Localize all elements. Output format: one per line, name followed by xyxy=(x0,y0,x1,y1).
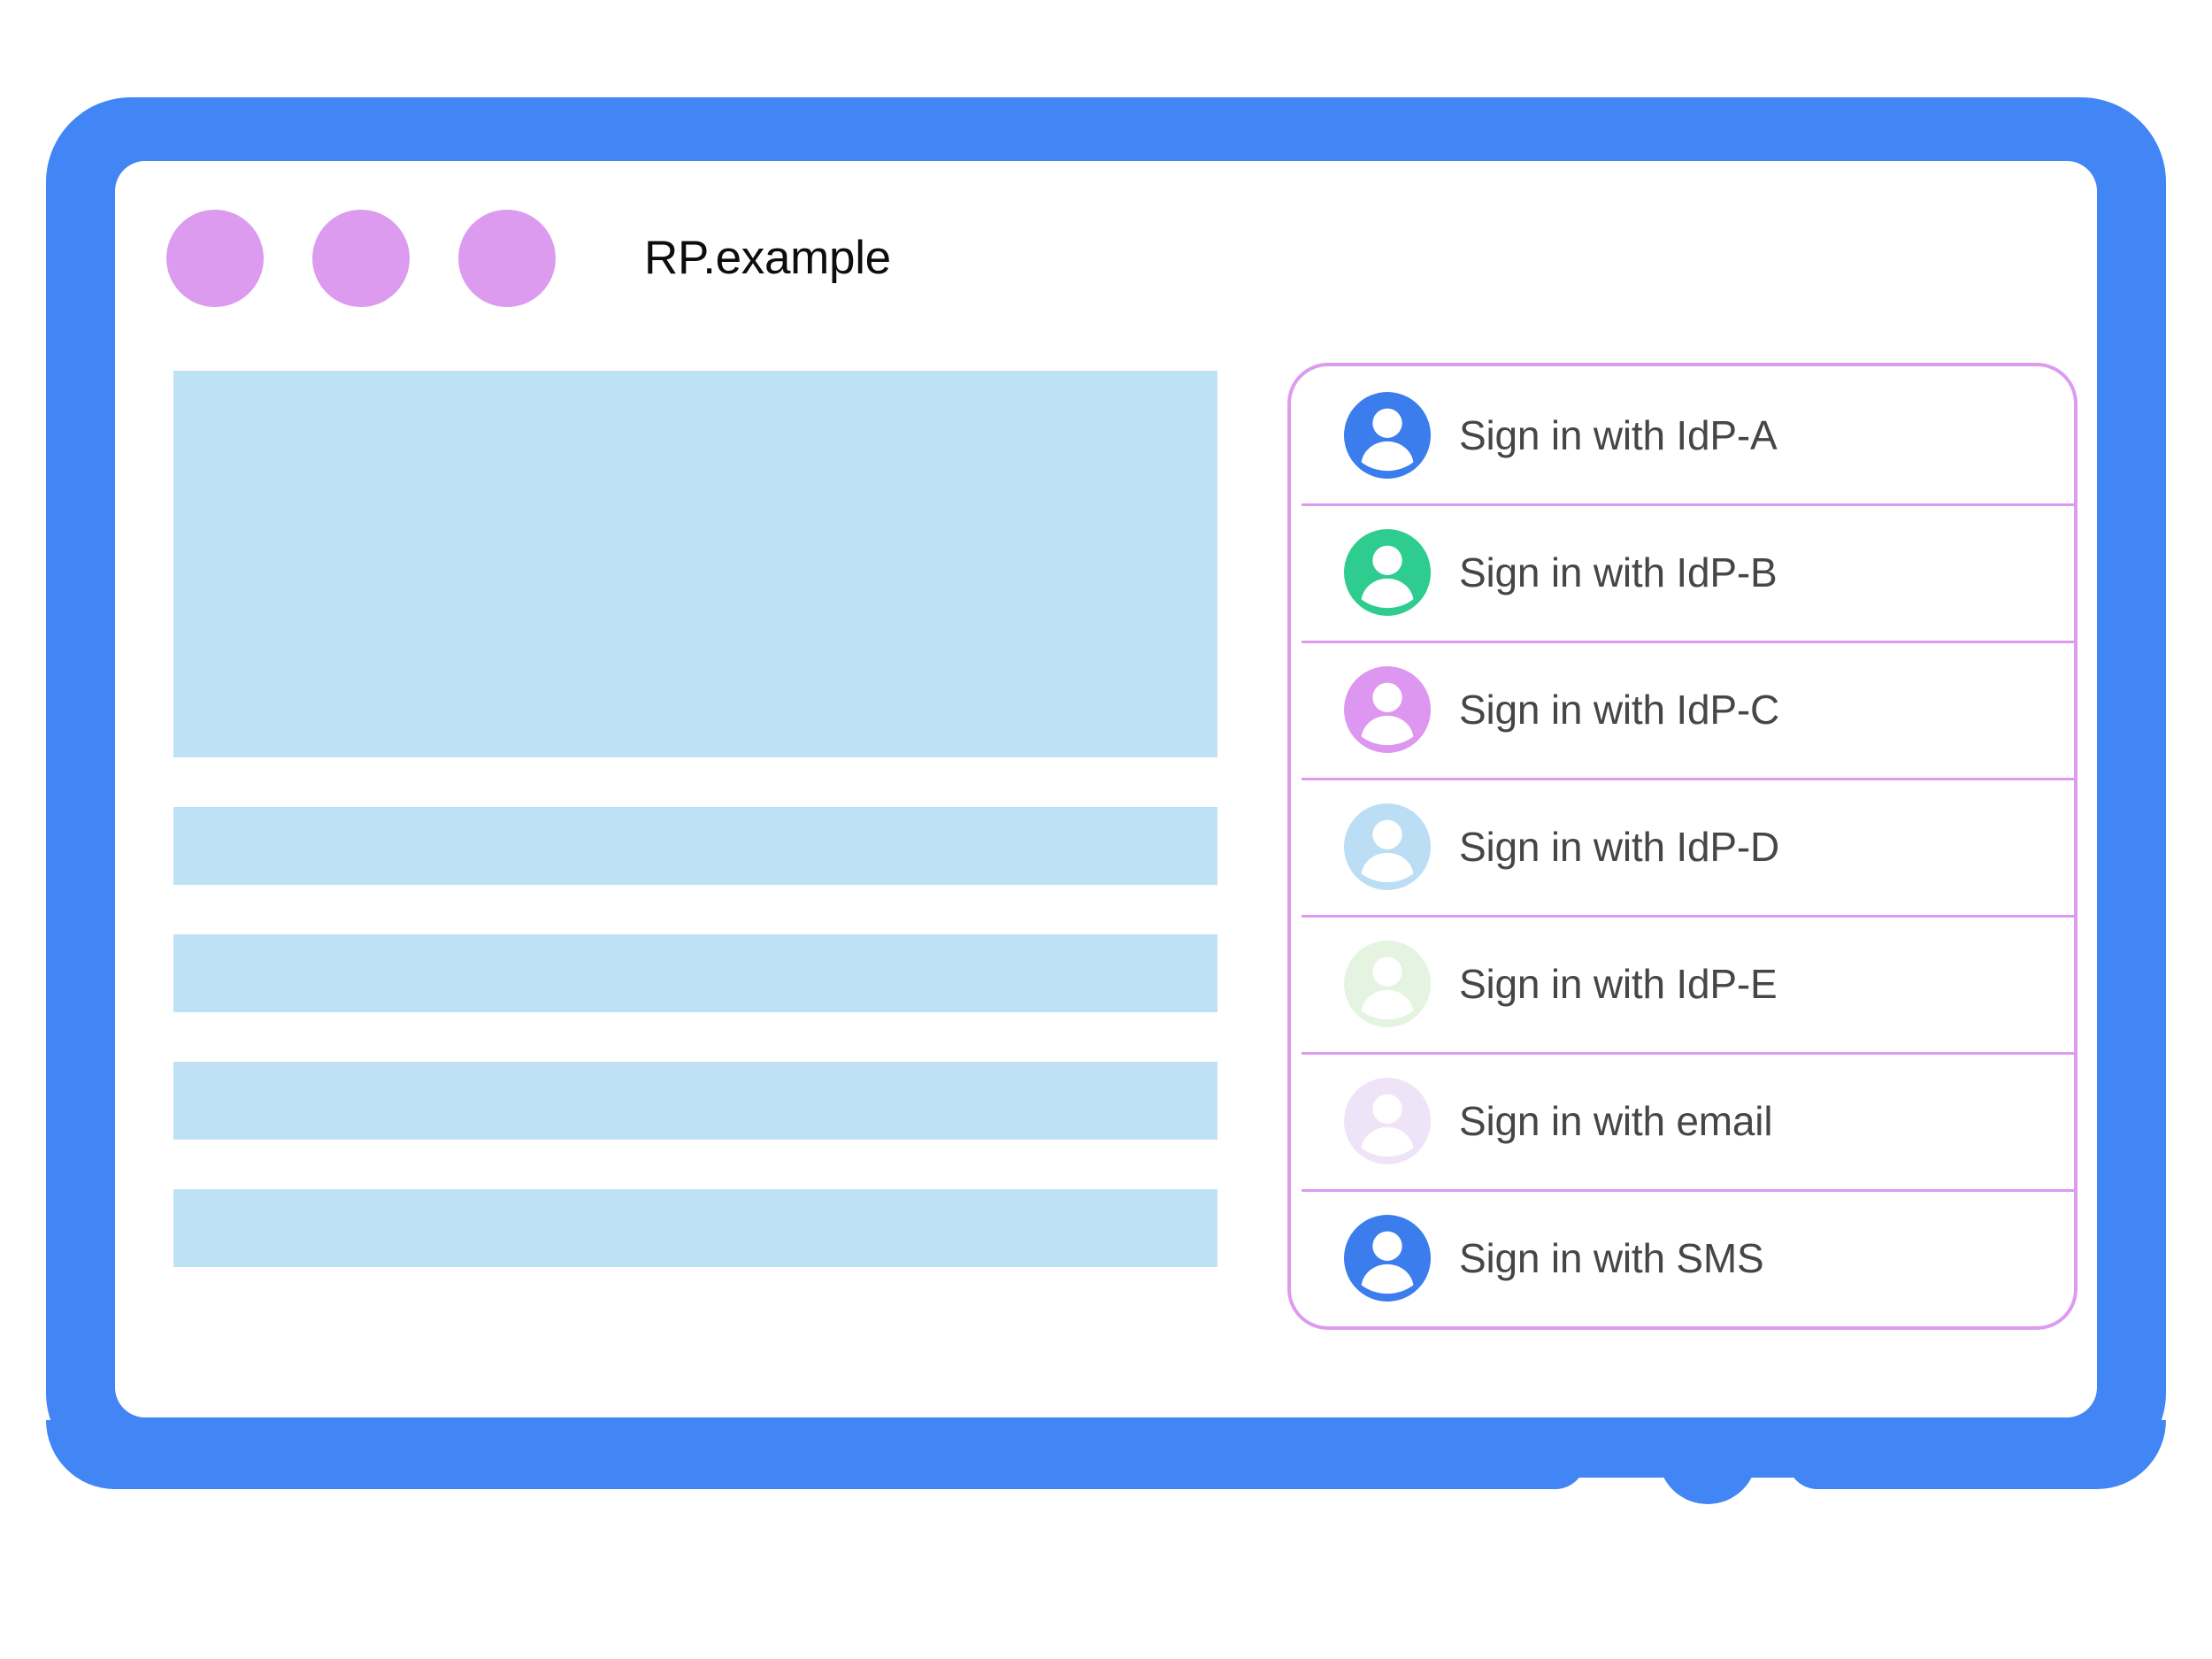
signin-option-row[interactable]: Sign in with IdP-A xyxy=(1291,366,2074,503)
signin-option-row[interactable]: Sign in with SMS xyxy=(1291,1189,2074,1326)
avatar-icon xyxy=(1344,940,1431,1027)
device-bezel-bottom-left xyxy=(46,1420,1586,1489)
signin-option-row[interactable]: Sign in with email xyxy=(1291,1052,2074,1189)
signin-option-label: Sign in with IdP-C xyxy=(1459,686,1779,733)
avatar-icon xyxy=(1344,528,1431,616)
home-button[interactable] xyxy=(1658,1405,1757,1504)
signin-option-row[interactable]: Sign in with IdP-B xyxy=(1291,503,2074,641)
page-title: RP.example xyxy=(644,232,891,284)
signin-option-label: Sign in with IdP-D xyxy=(1459,823,1779,870)
title-bar: RP.example xyxy=(115,161,2097,329)
signin-option-label: Sign in with IdP-E xyxy=(1459,960,1778,1007)
text-bar-placeholder-4 xyxy=(173,1189,1217,1267)
device-bezel-bottom-right xyxy=(1787,1420,2166,1489)
window-dot-icon-2[interactable] xyxy=(312,210,410,307)
signin-option-row[interactable]: Sign in with IdP-C xyxy=(1291,641,2074,778)
avatar-icon xyxy=(1344,803,1431,890)
avatar-icon xyxy=(1344,391,1431,479)
signin-option-row[interactable]: Sign in with IdP-E xyxy=(1291,915,2074,1052)
text-bar-placeholder-3 xyxy=(173,1062,1217,1140)
text-bar-placeholder-1 xyxy=(173,807,1217,885)
signin-option-label: Sign in with IdP-A xyxy=(1459,411,1778,458)
window-dot-icon-1[interactable] xyxy=(166,210,264,307)
avatar-icon xyxy=(1344,1077,1431,1164)
text-bar-placeholder-2 xyxy=(173,934,1217,1012)
signin-option-label: Sign in with IdP-B xyxy=(1459,549,1778,595)
window-dot-icon-3[interactable] xyxy=(458,210,556,307)
avatar-icon xyxy=(1344,665,1431,753)
signin-option-label: Sign in with SMS xyxy=(1459,1234,1764,1281)
signin-account-chooser: Sign in with IdP-A Sign in with IdP-B Sign… xyxy=(1287,363,2078,1330)
signin-option-label: Sign in with email xyxy=(1459,1097,1773,1144)
signin-option-row[interactable]: Sign in with IdP-D xyxy=(1291,778,2074,915)
hero-placeholder xyxy=(173,371,1217,757)
avatar-icon xyxy=(1344,1214,1431,1302)
